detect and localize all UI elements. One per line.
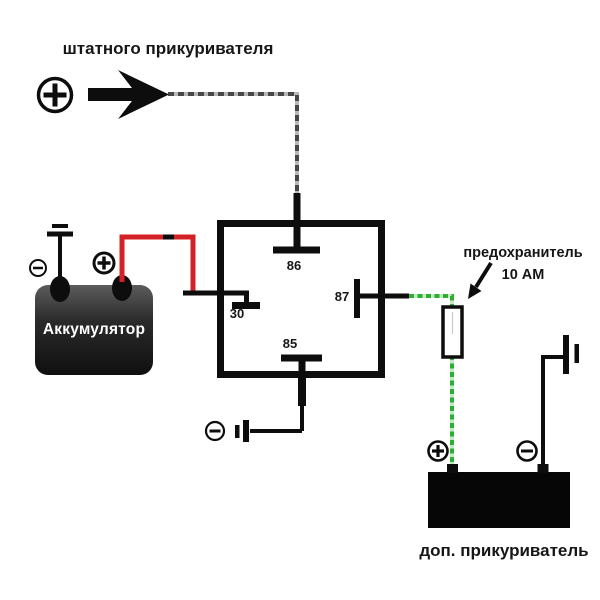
battery-label: Аккумулятор (42, 321, 146, 338)
fuse-label: предохранитель 10 АМ (448, 242, 598, 286)
wire-relay-85-ground (235, 377, 306, 442)
relay-pin-30-label: 30 (229, 306, 245, 321)
plus-icon-battery (92, 251, 116, 275)
minus-icon-relay-ground (204, 420, 226, 442)
plus-icon-load (427, 440, 449, 462)
aux-socket-label: доп. прикуриватель (419, 541, 589, 560)
ground-symbol-battery (47, 224, 73, 287)
fuse-label-line1: предохранитель (463, 245, 583, 261)
minus-icon-load (516, 440, 538, 462)
aux-socket-box (428, 472, 570, 528)
minus-icon-battery (29, 259, 47, 277)
relay-pin-86-label: 86 (286, 258, 302, 273)
fuse-label-line2: 10 АМ (501, 267, 545, 283)
wire-load-negative (541, 355, 564, 466)
relay-box (217, 220, 385, 378)
ground-symbol-right (563, 335, 579, 374)
wire-fused-output (409, 294, 454, 466)
relay-pin-87-label: 87 (334, 289, 350, 304)
relay-pin-85-label: 85 (282, 336, 298, 351)
wire-battery-positive (119, 234, 196, 292)
fuse (441, 305, 464, 359)
battery: Аккумулятор (35, 285, 153, 375)
source-label: штатного прикуривателя (62, 39, 274, 58)
wire-ignition-signal (168, 92, 299, 196)
arrow-right-icon (88, 70, 169, 119)
plus-icon-source (36, 76, 74, 114)
